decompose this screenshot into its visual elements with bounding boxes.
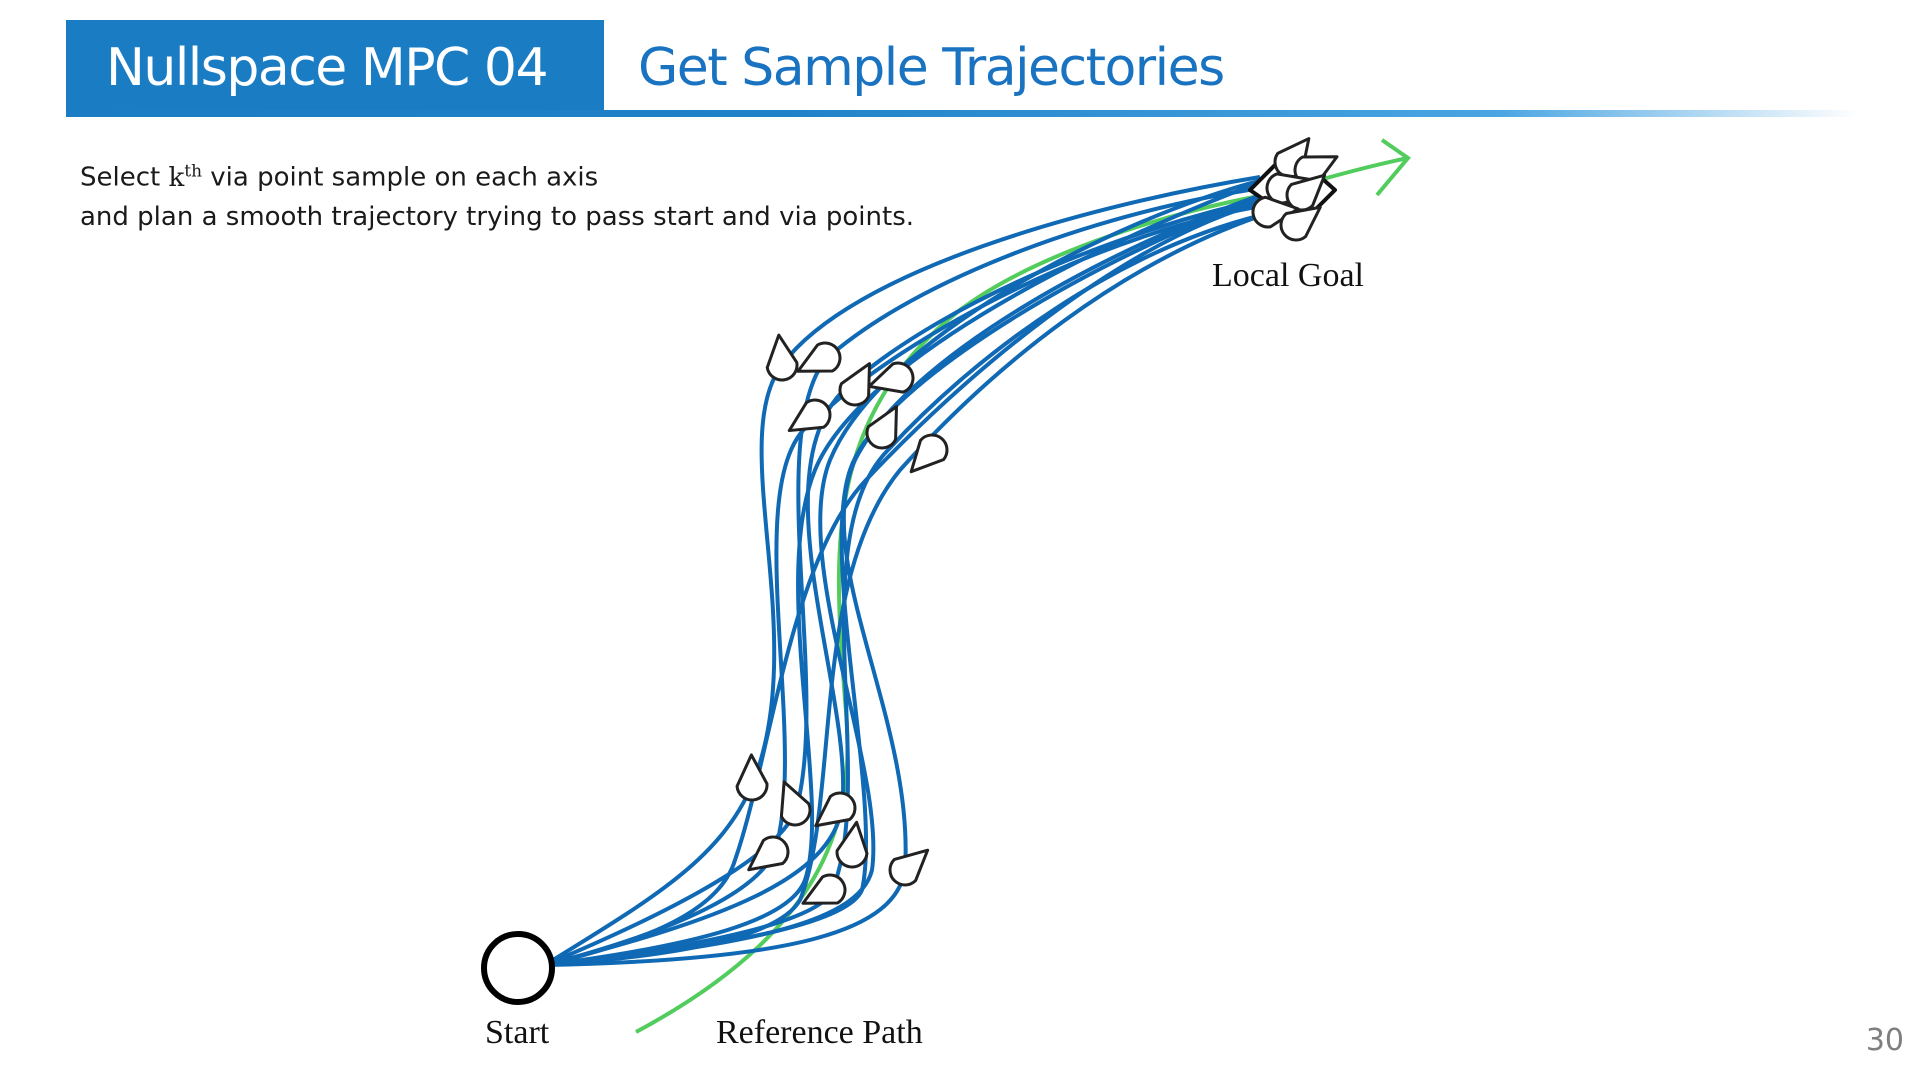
start-node xyxy=(481,931,555,1005)
via-point-node xyxy=(867,361,915,394)
via-point-node xyxy=(835,820,869,869)
sample-trajectory xyxy=(543,175,1261,967)
via-point-node xyxy=(796,341,842,373)
sample-trajectory xyxy=(544,213,1263,967)
sample-trajectory xyxy=(544,173,1281,967)
via-point-node xyxy=(801,873,847,905)
page-number: 30 xyxy=(1865,1023,1904,1058)
via-point-node xyxy=(787,398,832,433)
k-th-symbol: kth xyxy=(168,161,203,193)
description-text: Select kth via point sample on each axis… xyxy=(80,152,914,237)
sample-trajectory xyxy=(544,203,1269,967)
via-point-node xyxy=(765,333,799,382)
via-point-node xyxy=(735,753,769,802)
description-line-1: Select kth via point sample on each axis xyxy=(80,161,599,193)
sample-trajectory xyxy=(544,193,1271,967)
sample-trajectory xyxy=(544,208,1279,967)
local-goal-label: Local Goal xyxy=(1212,257,1364,294)
via-point-node xyxy=(865,405,898,450)
via-point-node xyxy=(909,433,949,474)
via-point-node xyxy=(814,791,857,828)
via-points-lower xyxy=(735,753,930,905)
goal-node xyxy=(1279,205,1322,242)
via-point-node xyxy=(838,362,871,407)
reference-path-arrowhead xyxy=(1375,138,1411,197)
sample-trajectory xyxy=(544,188,1276,967)
via-point-node xyxy=(779,780,812,827)
sample-trajectory xyxy=(544,198,1271,967)
sample-trajectory xyxy=(544,186,1263,967)
title-underline xyxy=(66,110,1858,117)
description-line-2: and plan a smooth trajectory trying to p… xyxy=(80,201,915,232)
via-points-upper xyxy=(765,333,949,474)
local-goal-cluster xyxy=(1248,137,1339,242)
sample-trajectory xyxy=(544,178,1263,967)
goal-node xyxy=(1251,195,1300,229)
via-point-node xyxy=(888,848,930,887)
via-point-node xyxy=(747,835,790,872)
slide-title: Nullspace MPC 04 xyxy=(66,20,604,116)
slide-subtitle: Get Sample Trajectories xyxy=(638,38,1225,98)
start-label: Start xyxy=(485,1014,550,1051)
reference-path-label: Reference Path xyxy=(716,1014,923,1051)
sample-trajectories xyxy=(543,173,1281,967)
